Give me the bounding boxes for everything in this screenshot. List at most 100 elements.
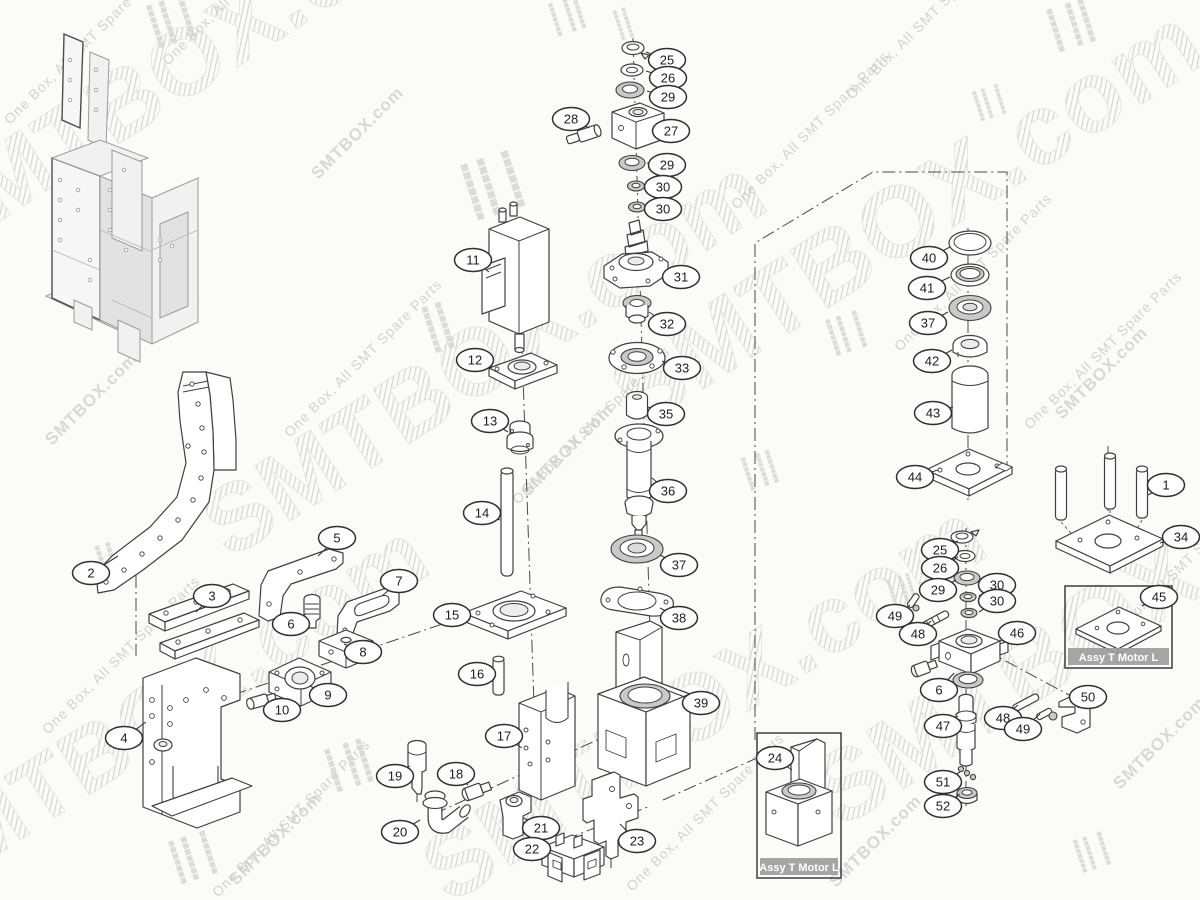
callout-number-4: 4 (120, 730, 127, 745)
callout-number-25: 25 (660, 52, 674, 67)
callout-29 (648, 84, 688, 110)
callout-number-51: 51 (936, 774, 950, 789)
callout-1 (1146, 472, 1186, 498)
callout-number-12: 12 (468, 352, 482, 367)
centerline (662, 757, 758, 801)
callout-number-2: 2 (87, 565, 94, 580)
callout-number-23: 23 (630, 833, 644, 848)
callout-2 (71, 560, 111, 586)
callout-number-7: 7 (395, 573, 402, 588)
part-51-artwork (957, 765, 977, 781)
part-44-artwork (925, 448, 1013, 497)
callout-number-33: 33 (675, 360, 689, 375)
callout-6 (271, 611, 311, 637)
part-22-artwork (541, 832, 605, 883)
assembled-machine-illustration (44, 32, 200, 363)
part-26-artwork (620, 63, 644, 77)
part-31-artwork (603, 219, 669, 289)
callout-number-37: 37 (672, 557, 686, 572)
callout-48 (898, 621, 938, 647)
callout-33 (662, 355, 702, 381)
part-29c-artwork (953, 570, 981, 586)
callout-number-41: 41 (920, 280, 934, 295)
callout-31 (661, 264, 701, 290)
callout-number-49: 49 (888, 608, 902, 623)
callout-number-49: 49 (1016, 721, 1030, 736)
callout-number-36: 36 (661, 483, 675, 498)
callout-11 (453, 247, 493, 273)
part-42-artwork (952, 334, 988, 358)
part-20-artwork (422, 790, 471, 834)
callout-28 (551, 106, 591, 132)
callout-16 (457, 661, 497, 687)
watermark-qr-cluster (612, 7, 635, 41)
callout-number-44: 44 (908, 469, 922, 484)
callout-44 (895, 464, 935, 490)
callout-10 (262, 697, 302, 723)
watermark-qr-cluster (460, 150, 526, 221)
callout-number-40: 40 (922, 250, 936, 265)
watermark-qr-cluster (168, 830, 218, 885)
part-32-artwork (622, 294, 652, 324)
part-49b-artwork (1036, 707, 1058, 721)
callout-6 (919, 677, 959, 703)
part-40-artwork (948, 230, 992, 256)
part-43-artwork (951, 365, 989, 434)
callout-37 (659, 552, 699, 578)
callout-number-26: 26 (933, 560, 947, 575)
part-34-artwork (1055, 514, 1164, 574)
part-15-artwork (462, 590, 567, 640)
callout-12 (455, 347, 495, 373)
callout-number-26: 26 (661, 70, 675, 85)
callout-number-30: 30 (656, 179, 670, 194)
callout-45 (1139, 584, 1179, 610)
callout-number-32: 32 (660, 316, 674, 331)
callout-number-29: 29 (660, 157, 674, 172)
watermark-qr-cluster (324, 738, 374, 793)
callout-number-48: 48 (911, 626, 925, 641)
callout-number-8: 8 (359, 644, 366, 659)
subassembly-box (1064, 585, 1173, 669)
callout-number-9: 9 (324, 687, 331, 702)
callout-14 (462, 500, 502, 526)
part-24-artwork (765, 738, 833, 847)
callout-number-34: 34 (1174, 529, 1188, 544)
callout-number-15: 15 (445, 607, 459, 622)
callout-32 (647, 311, 687, 337)
part-39-artwork (597, 620, 691, 787)
part-18-artwork (461, 781, 493, 802)
callout-number-21: 21 (534, 820, 548, 835)
part-28-artwork (565, 124, 602, 145)
part-33-artwork (608, 341, 666, 375)
callout-number-29: 29 (931, 582, 945, 597)
callout-number-5: 5 (333, 530, 340, 545)
subassembly-label-bar (760, 858, 838, 875)
part-26b-artwork (954, 549, 976, 563)
part-25-artwork (621, 40, 650, 60)
part-30cd-artwork (959, 591, 978, 619)
callout-number-11: 11 (466, 252, 480, 267)
watermark-qr-cluster (548, 0, 587, 37)
part-41-artwork (950, 263, 990, 287)
callout-40 (909, 245, 949, 271)
callout-29 (918, 577, 958, 603)
callout-number-45: 45 (1152, 589, 1166, 604)
callout-number-30: 30 (990, 593, 1004, 608)
part-19-artwork (407, 739, 427, 802)
machine-screw-holes (57, 57, 175, 283)
part-14-artwork (500, 467, 514, 577)
callout-number-24: 24 (768, 750, 782, 765)
part-29-artwork (615, 81, 645, 99)
callout-4 (104, 725, 144, 751)
callout-43 (913, 400, 953, 426)
callout-13 (470, 408, 510, 434)
callout-number-30: 30 (990, 577, 1004, 592)
callout-49 (875, 603, 915, 629)
part-37-artwork (610, 534, 664, 564)
centerline (754, 171, 1008, 740)
callout-8 (343, 639, 383, 665)
callout-24 (755, 745, 795, 771)
callout-36 (648, 478, 688, 504)
callout-number-39: 39 (694, 695, 708, 710)
part-47-artwork (955, 693, 977, 774)
